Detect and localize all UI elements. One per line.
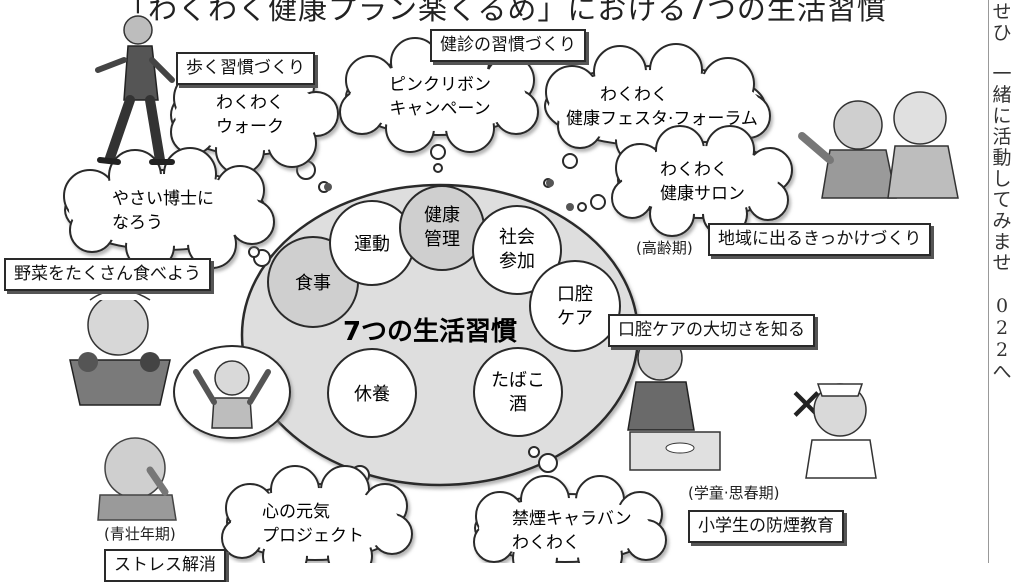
smoking-man-illustration	[627, 335, 721, 471]
walking-man-illustration	[95, 15, 175, 165]
svg-text:わくわく: わくわく	[512, 533, 580, 553]
life-stage-adult: (青壮年期)	[104, 525, 176, 543]
svg-text:わくわく: わくわく	[216, 93, 284, 113]
diagram-canvas: 食事 運動 健康 管理 社会 参加 口腔 ケア 休養 たばこ 酒 7つの生活習慣	[63, 15, 959, 563]
svg-text:社会: 社会	[499, 227, 535, 248]
cloud-kinen-caravan: 禁煙キャラバン わくわく	[473, 475, 667, 563]
tag-community: 地域に出るきっかけづくり	[708, 223, 932, 256]
tag-walk-habit: 歩く習慣づくり	[176, 52, 315, 85]
sidebar-col-5: 2	[995, 339, 1009, 361]
connector-dots-dark	[324, 179, 574, 211]
svg-text:ウォーク: ウォーク	[216, 117, 284, 137]
habit-circle-kenkou-kanri: 健康 管理	[399, 185, 485, 271]
tag-vegetables: 野菜をたくさん食べよう	[4, 258, 211, 291]
svg-text:禁煙キャラバン: 禁煙キャラバン	[512, 509, 632, 529]
svg-text:口腔: 口腔	[557, 284, 593, 305]
sidebar-col-3: 0	[995, 295, 1009, 317]
svg-text:ピンクリボン: ピンクリボン	[389, 75, 491, 95]
life-stage-elderly: (高齢期)	[636, 239, 693, 257]
cloud-health-salon: わくわく 健康サロン	[611, 125, 793, 237]
svg-text:食事: 食事	[295, 273, 331, 294]
sidebar-col-1: せひ	[992, 1, 1012, 44]
habit-circle-kyuuyou: 休養	[327, 348, 417, 438]
svg-text:健康: 健康	[424, 205, 460, 226]
cloud-yasai-hakase: やさい博士に なろう	[63, 147, 275, 271]
svg-text:ケア: ケア	[557, 308, 593, 329]
habit-circle-shakai-sanka: 社会 参加	[472, 205, 562, 295]
sidebar-col-4: 2	[995, 317, 1009, 339]
tag-anti-smoking: 小学生の防煙教育	[688, 510, 844, 543]
sidebar-col-2: 一緒に活動してみませ	[992, 63, 1012, 274]
svg-text:健康フェスタ·フォーラム: 健康フェスタ·フォーラム	[566, 109, 758, 129]
svg-text:管理: 管理	[424, 229, 460, 250]
nurse-with-x-illustration: ✕	[788, 380, 877, 479]
svg-text:休養: 休養	[354, 384, 390, 405]
cheerful-man-thought-bubble	[173, 345, 291, 439]
tag-stress: ストレス解消	[104, 549, 226, 582]
svg-text:参加: 参加	[499, 251, 535, 272]
habit-circle-tabako-sake: たばこ 酒	[473, 347, 563, 437]
diagram-title: 「わくわく健康プラン楽くるめ」における7つの生活習慣	[118, 0, 887, 26]
habit-circle-koukuu-care: 口腔 ケア	[529, 260, 621, 352]
cloud-health-festa: わくわく 健康フェスタ·フォーラム	[544, 43, 771, 165]
habit-circle-undou: 運動	[329, 200, 415, 286]
cloud-kokoro-genki: 心の元気 プロジェクト	[221, 465, 413, 563]
farmer-with-vegetables-illustration	[69, 289, 171, 406]
elderly-couple-illustration	[798, 91, 959, 199]
svg-text:なろう: なろう	[112, 213, 163, 233]
tag-oral-care: 口腔ケアの大切さを知る	[608, 314, 815, 347]
svg-text:酒: 酒	[509, 394, 527, 415]
svg-text:わくわく: わくわく	[600, 85, 668, 105]
sidebar-col-6: へ	[992, 361, 1012, 383]
svg-text:運動: 運動	[354, 234, 390, 255]
tag-checkup-habit: 健診の習慣づくり	[430, 29, 586, 62]
svg-text:たばこ: たばこ	[491, 370, 545, 391]
sidebar-rule	[988, 0, 989, 563]
life-stage-school: (学童·思春期)	[688, 484, 780, 502]
center-label: 7つの生活習慣	[343, 317, 517, 347]
svg-text:わくわく: わくわく	[660, 160, 728, 180]
troubled-man-illustration	[97, 437, 177, 521]
svg-text:プロジェクト: プロジェクト	[262, 526, 364, 546]
svg-text:キャンペーン: キャンペーン	[389, 99, 490, 119]
svg-text:やさい博士に: やさい博士に	[112, 189, 214, 209]
svg-text:心の元気: 心の元気	[262, 502, 330, 522]
svg-text:健康サロン: 健康サロン	[660, 184, 745, 204]
